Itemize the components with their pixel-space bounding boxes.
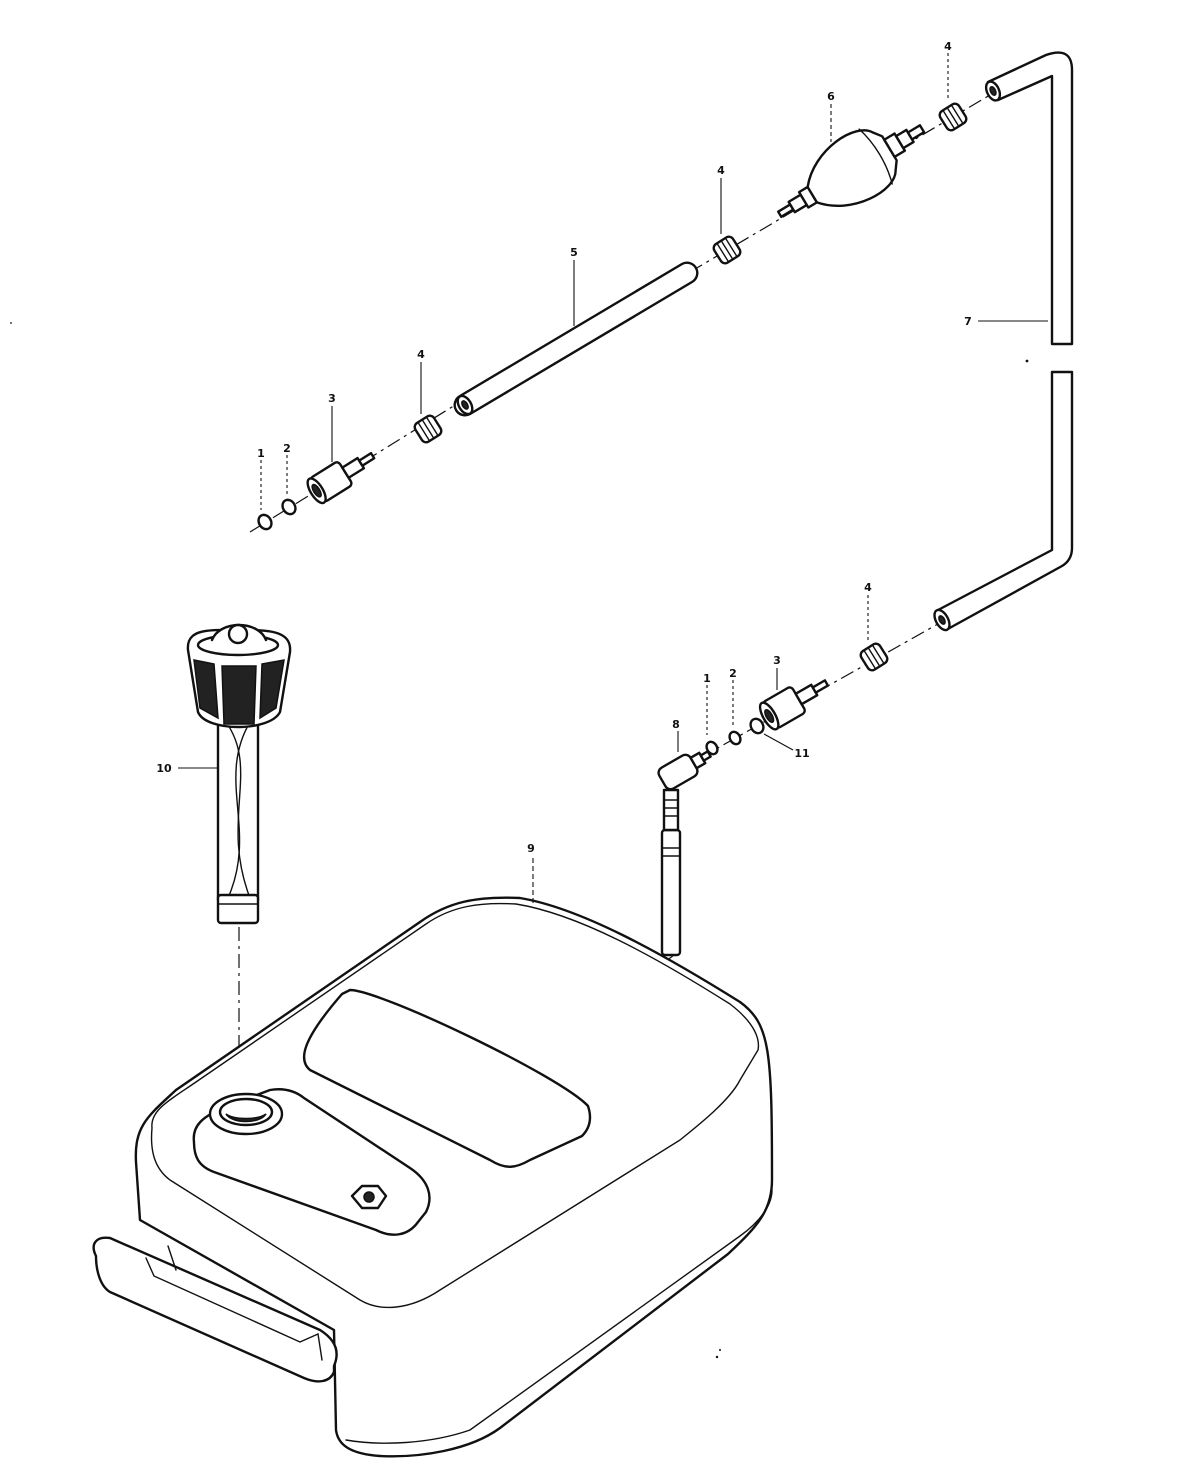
callout-11: 11 <box>794 747 809 760</box>
callout-4-top-right: 4 <box>944 40 952 53</box>
part-2-washer-upper <box>281 498 297 516</box>
part-10-filler-cap-gauge <box>186 623 292 925</box>
part-8-elbow-fitting <box>657 750 712 957</box>
callout-5: 5 <box>570 246 578 259</box>
callout-10: 10 <box>156 762 172 775</box>
callout-1-upper: 1 <box>257 447 265 460</box>
part-4-hose-clamp-top-right <box>938 102 968 132</box>
callout-3-upper: 3 <box>328 392 336 405</box>
part-2-washer-lower <box>728 730 742 746</box>
part-3-connector-upper <box>306 451 376 505</box>
part-7-fuel-hose-upper-segment <box>984 51 1074 346</box>
callout-4-lower: 4 <box>864 581 872 594</box>
part-4-hose-clamp-upper-left <box>413 414 443 444</box>
part-6-primer-bulb <box>776 124 926 219</box>
part-11-o-ring <box>749 717 765 735</box>
callout-4-upper-left: 4 <box>417 348 425 361</box>
callout-4-middle: 4 <box>717 164 725 177</box>
callout-1-lower: 1 <box>703 672 711 685</box>
callout-2-upper: 2 <box>283 442 291 455</box>
callout-leader-lines <box>178 53 1048 904</box>
part-7-fuel-hose-lower-segment <box>933 370 1074 632</box>
callout-labels: 1 2 3 4 5 4 6 4 7 4 3 1 2 8 11 10 9 <box>156 40 971 855</box>
callout-9: 9 <box>527 842 535 855</box>
callout-7: 7 <box>964 315 972 328</box>
part-9-fuel-tank <box>92 896 774 1458</box>
callout-3-lower: 3 <box>773 654 781 667</box>
part-5-fuel-hose <box>453 261 699 417</box>
part-1-o-ring-upper <box>257 513 273 531</box>
callout-8: 8 <box>672 718 680 731</box>
part-4-hose-clamp-middle <box>712 235 742 265</box>
callout-6: 6 <box>827 90 835 103</box>
part-3-connector-lower <box>758 679 830 731</box>
callout-2-lower: 2 <box>729 667 737 680</box>
scan-specks <box>10 322 1029 1359</box>
part-4-hose-clamp-lower <box>859 642 889 672</box>
